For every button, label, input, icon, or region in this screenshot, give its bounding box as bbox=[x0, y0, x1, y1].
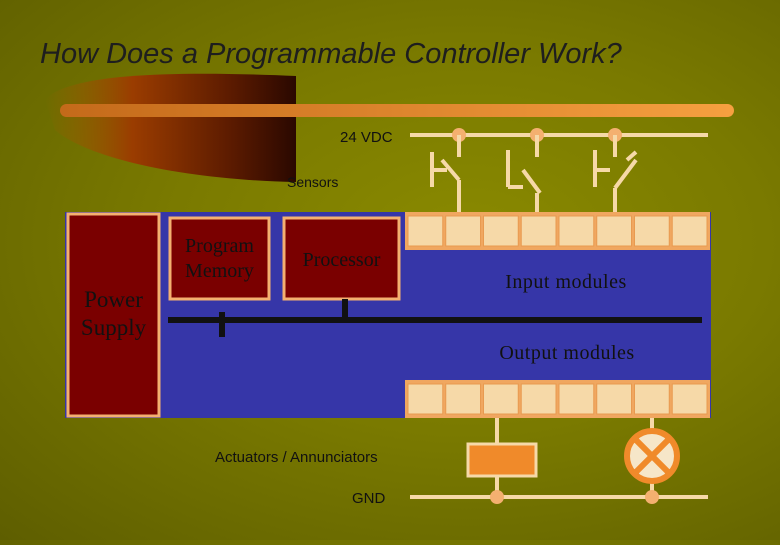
output-module-terminal bbox=[445, 383, 481, 415]
actuator-coil-icon bbox=[466, 442, 538, 478]
gnd-label: GND bbox=[352, 490, 386, 507]
input-modules-strip bbox=[405, 212, 710, 250]
output-module-terminal bbox=[634, 383, 670, 415]
processor-box bbox=[282, 216, 401, 301]
input-module-terminal bbox=[671, 215, 708, 247]
actuators-label: Actuators / Annunciators bbox=[215, 449, 378, 466]
decorative-swoosh bbox=[45, 73, 296, 182]
program-memory-label: Program Memory bbox=[185, 235, 254, 282]
input-module-terminal bbox=[445, 215, 481, 247]
processor-label: Processor bbox=[302, 249, 381, 271]
decorative-bar bbox=[60, 104, 734, 117]
gnd-node-2 bbox=[645, 490, 659, 504]
input-module-terminal bbox=[483, 215, 519, 247]
output-module-terminal bbox=[407, 383, 444, 415]
vdc-label: 24 VDC bbox=[340, 129, 393, 146]
power-supply-label: Power Supply bbox=[80, 287, 147, 340]
input-module-terminal bbox=[558, 215, 595, 247]
output-module-terminal bbox=[596, 383, 632, 415]
slide-title: How Does a Programmable Controller Work? bbox=[40, 38, 622, 70]
input-module-terminal bbox=[520, 215, 557, 247]
input-module-terminal bbox=[407, 215, 444, 247]
lamp-icon bbox=[624, 428, 680, 484]
output-module-terminal bbox=[520, 383, 557, 415]
output-modules-strip bbox=[405, 380, 710, 418]
sensors-label: Sensors bbox=[287, 174, 339, 190]
input-modules-label: Input modules bbox=[505, 271, 627, 293]
output-module-terminal bbox=[671, 383, 708, 415]
input-module-terminal bbox=[634, 215, 670, 247]
gnd-node-1 bbox=[490, 490, 504, 504]
input-module-terminal bbox=[596, 215, 632, 247]
sensor-switch-icon bbox=[506, 135, 542, 212]
power-supply-box bbox=[66, 212, 161, 418]
output-module-terminal bbox=[483, 383, 519, 415]
program-memory-box bbox=[168, 216, 271, 301]
output-modules-label: Output modules bbox=[499, 342, 635, 364]
output-module-terminal bbox=[558, 383, 595, 415]
sensor-switch-icon bbox=[593, 135, 638, 212]
sensor-switch-icon bbox=[430, 135, 461, 212]
